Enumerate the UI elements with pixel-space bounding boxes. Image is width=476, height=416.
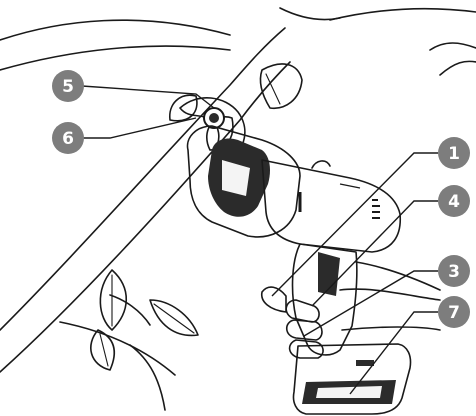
callout-5: 5 [52,70,84,102]
callout-1: 1 [438,137,470,169]
callout-6: 6 [52,122,84,154]
hand [286,262,440,358]
callout-4-number: 4 [448,192,460,212]
callout-7-number: 7 [448,303,460,323]
vent-slots [300,184,380,218]
callout-7: 7 [438,296,470,328]
battery-pack [294,344,411,414]
leaves [91,64,302,370]
pruning-shear [180,98,440,414]
callout-1-number: 1 [448,144,460,164]
callout-6-number: 6 [62,129,74,149]
callout-3-number: 3 [448,262,460,282]
callout-5-number: 5 [62,77,74,97]
callout-4: 4 [438,185,470,217]
callout-3: 3 [438,255,470,287]
